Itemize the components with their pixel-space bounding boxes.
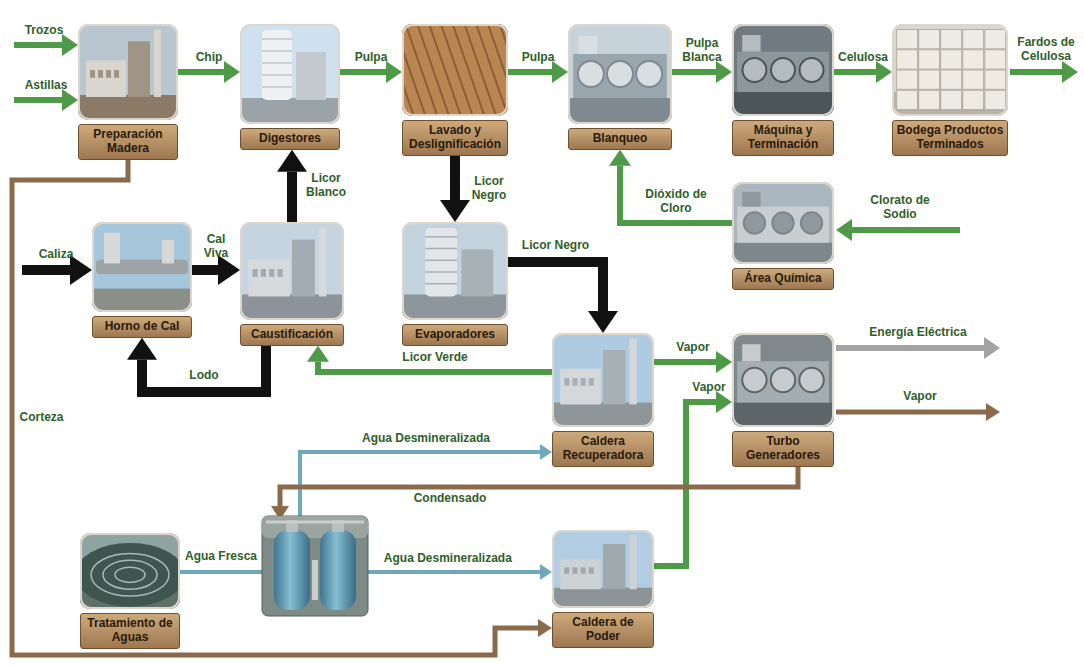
process-box: Turbo Generadores bbox=[732, 333, 834, 467]
flow-arrow bbox=[508, 262, 603, 311]
flow-label: Fardos de Celulosa bbox=[1014, 36, 1078, 64]
process-box: Tratamiento de Aguas bbox=[80, 533, 180, 649]
process-photo bbox=[80, 533, 180, 609]
flow-label: Caliza bbox=[39, 248, 74, 262]
flow-arrow bbox=[340, 69, 386, 75]
process-photo bbox=[892, 24, 1008, 116]
process-label: Tratamiento de Aguas bbox=[80, 613, 180, 649]
process-label: Caldera de Poder bbox=[552, 612, 654, 648]
flow-label: Energía Eléctrica bbox=[869, 326, 966, 340]
flow-label: Corteza bbox=[20, 411, 64, 425]
flow-arrow bbox=[178, 69, 224, 75]
process-photo bbox=[732, 182, 834, 264]
process-photo bbox=[240, 222, 344, 320]
input-arrow bbox=[852, 227, 960, 233]
input-arrow bbox=[14, 97, 62, 103]
process-label: Digestores bbox=[240, 128, 340, 150]
process-label: Bodega Productos Terminados bbox=[892, 120, 1008, 156]
flow-arrow bbox=[287, 172, 297, 222]
process-label: Lavado y Deslignificación bbox=[402, 120, 508, 156]
process-box: Máquina y Terminación bbox=[732, 24, 834, 156]
process-photo bbox=[552, 333, 654, 427]
process-box: Blanqueo bbox=[568, 24, 672, 150]
process-label: Preparación Madera bbox=[78, 124, 178, 160]
process-label: Caustificación bbox=[240, 324, 344, 346]
process-photo bbox=[240, 24, 340, 124]
flow-arrow bbox=[192, 265, 218, 275]
flow-label: Licor Negro bbox=[465, 175, 513, 203]
flow-label: Dióxido de Cloro bbox=[641, 188, 711, 216]
output-arrow bbox=[836, 410, 986, 415]
process-label: Horno de Cal bbox=[92, 316, 192, 338]
process-photo bbox=[732, 333, 834, 427]
flow-arrow bbox=[672, 69, 716, 75]
process-label: Evaporadores bbox=[402, 324, 508, 346]
input-arrow bbox=[22, 265, 70, 275]
process-box: Horno de Cal bbox=[92, 222, 192, 338]
flow-arrow bbox=[654, 359, 716, 365]
process-box: Digestores bbox=[240, 24, 340, 150]
flow-arrow bbox=[142, 346, 266, 392]
flow-label: Pulpa Blanca bbox=[677, 37, 727, 65]
process-label: Turbo Generadores bbox=[732, 431, 834, 467]
flow-arrow bbox=[834, 69, 876, 75]
flow-label: Vapor bbox=[903, 390, 936, 404]
flow-label: Condensado bbox=[414, 492, 487, 506]
flow-label: Astillas bbox=[25, 79, 68, 93]
flow-label: Lodo bbox=[189, 369, 218, 383]
flow-label: Licor Verde bbox=[402, 351, 467, 365]
process-box: Evaporadores bbox=[402, 222, 508, 346]
process-box: Bodega Productos Terminados bbox=[892, 24, 1008, 156]
process-box: Área Química bbox=[732, 182, 834, 290]
flow-label: Vapor bbox=[676, 341, 709, 355]
process-box: Caldera Recuperadora bbox=[552, 333, 654, 467]
flow-arrow bbox=[654, 402, 716, 566]
flow-label: Pulpa bbox=[522, 51, 555, 65]
process-label: Blanqueo bbox=[568, 128, 672, 150]
process-photo bbox=[732, 24, 834, 116]
process-box: Caustificación bbox=[240, 222, 344, 346]
process-photo bbox=[78, 24, 178, 120]
flow-label: Cal Viva bbox=[201, 233, 231, 261]
process-label: Área Química bbox=[732, 268, 834, 290]
flow-label: Pulpa bbox=[355, 51, 388, 65]
output-arrow bbox=[1010, 69, 1062, 75]
process-photo bbox=[402, 222, 508, 320]
process-photo bbox=[402, 24, 508, 116]
process-photo bbox=[568, 24, 672, 124]
flow-label: Licor Blanco bbox=[302, 172, 350, 200]
input-arrow bbox=[14, 42, 62, 48]
flow-arrow bbox=[508, 69, 552, 75]
flow-label: Chip bbox=[196, 51, 223, 65]
flow-label: Celulosa bbox=[838, 51, 888, 65]
process-label: Caldera Recuperadora bbox=[552, 431, 654, 467]
tank-picture bbox=[262, 516, 368, 616]
flow-label: Clorato de Sodio bbox=[864, 194, 936, 222]
flow-label: Agua Desmineralizada bbox=[362, 432, 490, 446]
process-box: Preparación Madera bbox=[78, 24, 178, 160]
flow-label: Agua Desmineralizada bbox=[384, 552, 512, 566]
flow-arrow bbox=[620, 166, 732, 223]
process-photo bbox=[552, 530, 654, 608]
condensate-line bbox=[280, 466, 798, 506]
process-photo bbox=[92, 222, 192, 312]
flow-arrow bbox=[450, 156, 460, 200]
flow-label: Vapor bbox=[692, 381, 725, 395]
process-label: Máquina y Terminación bbox=[732, 120, 834, 156]
process-box: Lavado y Deslignificación bbox=[402, 24, 508, 156]
flow-arrow bbox=[12, 160, 538, 655]
flow-label: Licor Negro bbox=[522, 239, 589, 253]
flow-label: Agua Fresca bbox=[185, 550, 257, 564]
process-box: Caldera de Poder bbox=[552, 530, 654, 648]
flow-label: Trozos bbox=[25, 24, 64, 38]
output-arrow bbox=[836, 345, 984, 351]
